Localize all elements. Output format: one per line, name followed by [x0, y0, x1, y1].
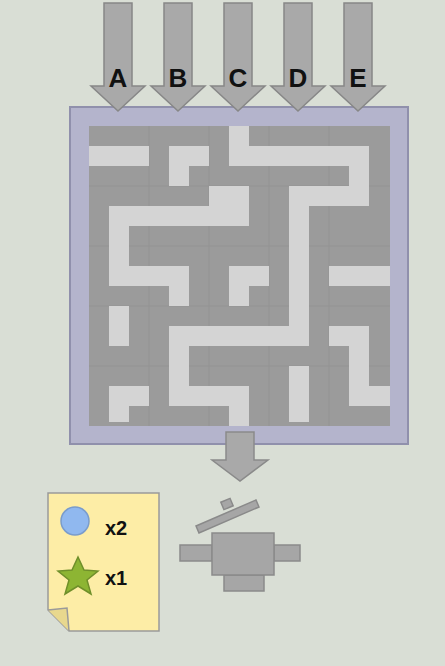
paper [48, 493, 159, 631]
arrow-shape [90, 2, 146, 112]
column-letter: A [90, 64, 146, 92]
column-arrow: C [210, 2, 266, 112]
maze-path [89, 146, 149, 166]
paper-fold [48, 608, 69, 631]
maze-frame [70, 107, 408, 444]
arrow-body [151, 3, 205, 111]
arrow-shape [150, 2, 206, 112]
maze-floor [89, 126, 390, 426]
maze-path [289, 186, 309, 346]
pot-icon [180, 498, 300, 591]
arrow-shape [330, 2, 386, 112]
star-symbol [58, 557, 98, 594]
column-letter: B [150, 64, 206, 92]
note-paper [47, 492, 160, 632]
column-letter: C [210, 64, 266, 92]
maze-path [229, 146, 369, 166]
maze-grid [89, 126, 390, 426]
column-arrow: D [270, 2, 326, 112]
maze-path [349, 386, 390, 406]
maze-path [109, 206, 249, 226]
maze-path [229, 266, 249, 306]
recipe-note: x2 x1 [47, 492, 160, 632]
arrow-body [211, 3, 265, 111]
arrow-body [91, 3, 145, 111]
maze-path [169, 266, 189, 306]
count-label: x2 [105, 516, 150, 540]
column-letter: E [330, 64, 386, 92]
maze-path [329, 266, 390, 286]
maze-path [169, 326, 309, 346]
count-label: x1 [105, 566, 150, 590]
column-arrow: A [90, 2, 146, 112]
exit-arrow [212, 432, 268, 481]
maze-paths [89, 126, 390, 426]
arrow-shape [270, 2, 326, 112]
column-arrow: E [330, 2, 386, 112]
arrow-body [271, 3, 325, 111]
maze-path [229, 386, 249, 426]
column-arrow: B [150, 2, 206, 112]
maze-path [109, 306, 129, 346]
maze-path [109, 386, 129, 422]
circle-symbol [61, 507, 89, 535]
arrow-body [331, 3, 385, 111]
maze-path [169, 146, 189, 186]
maze-path [289, 366, 309, 422]
column-letter: D [270, 64, 326, 92]
maze-path [209, 186, 249, 206]
arrow-shape [210, 2, 266, 112]
